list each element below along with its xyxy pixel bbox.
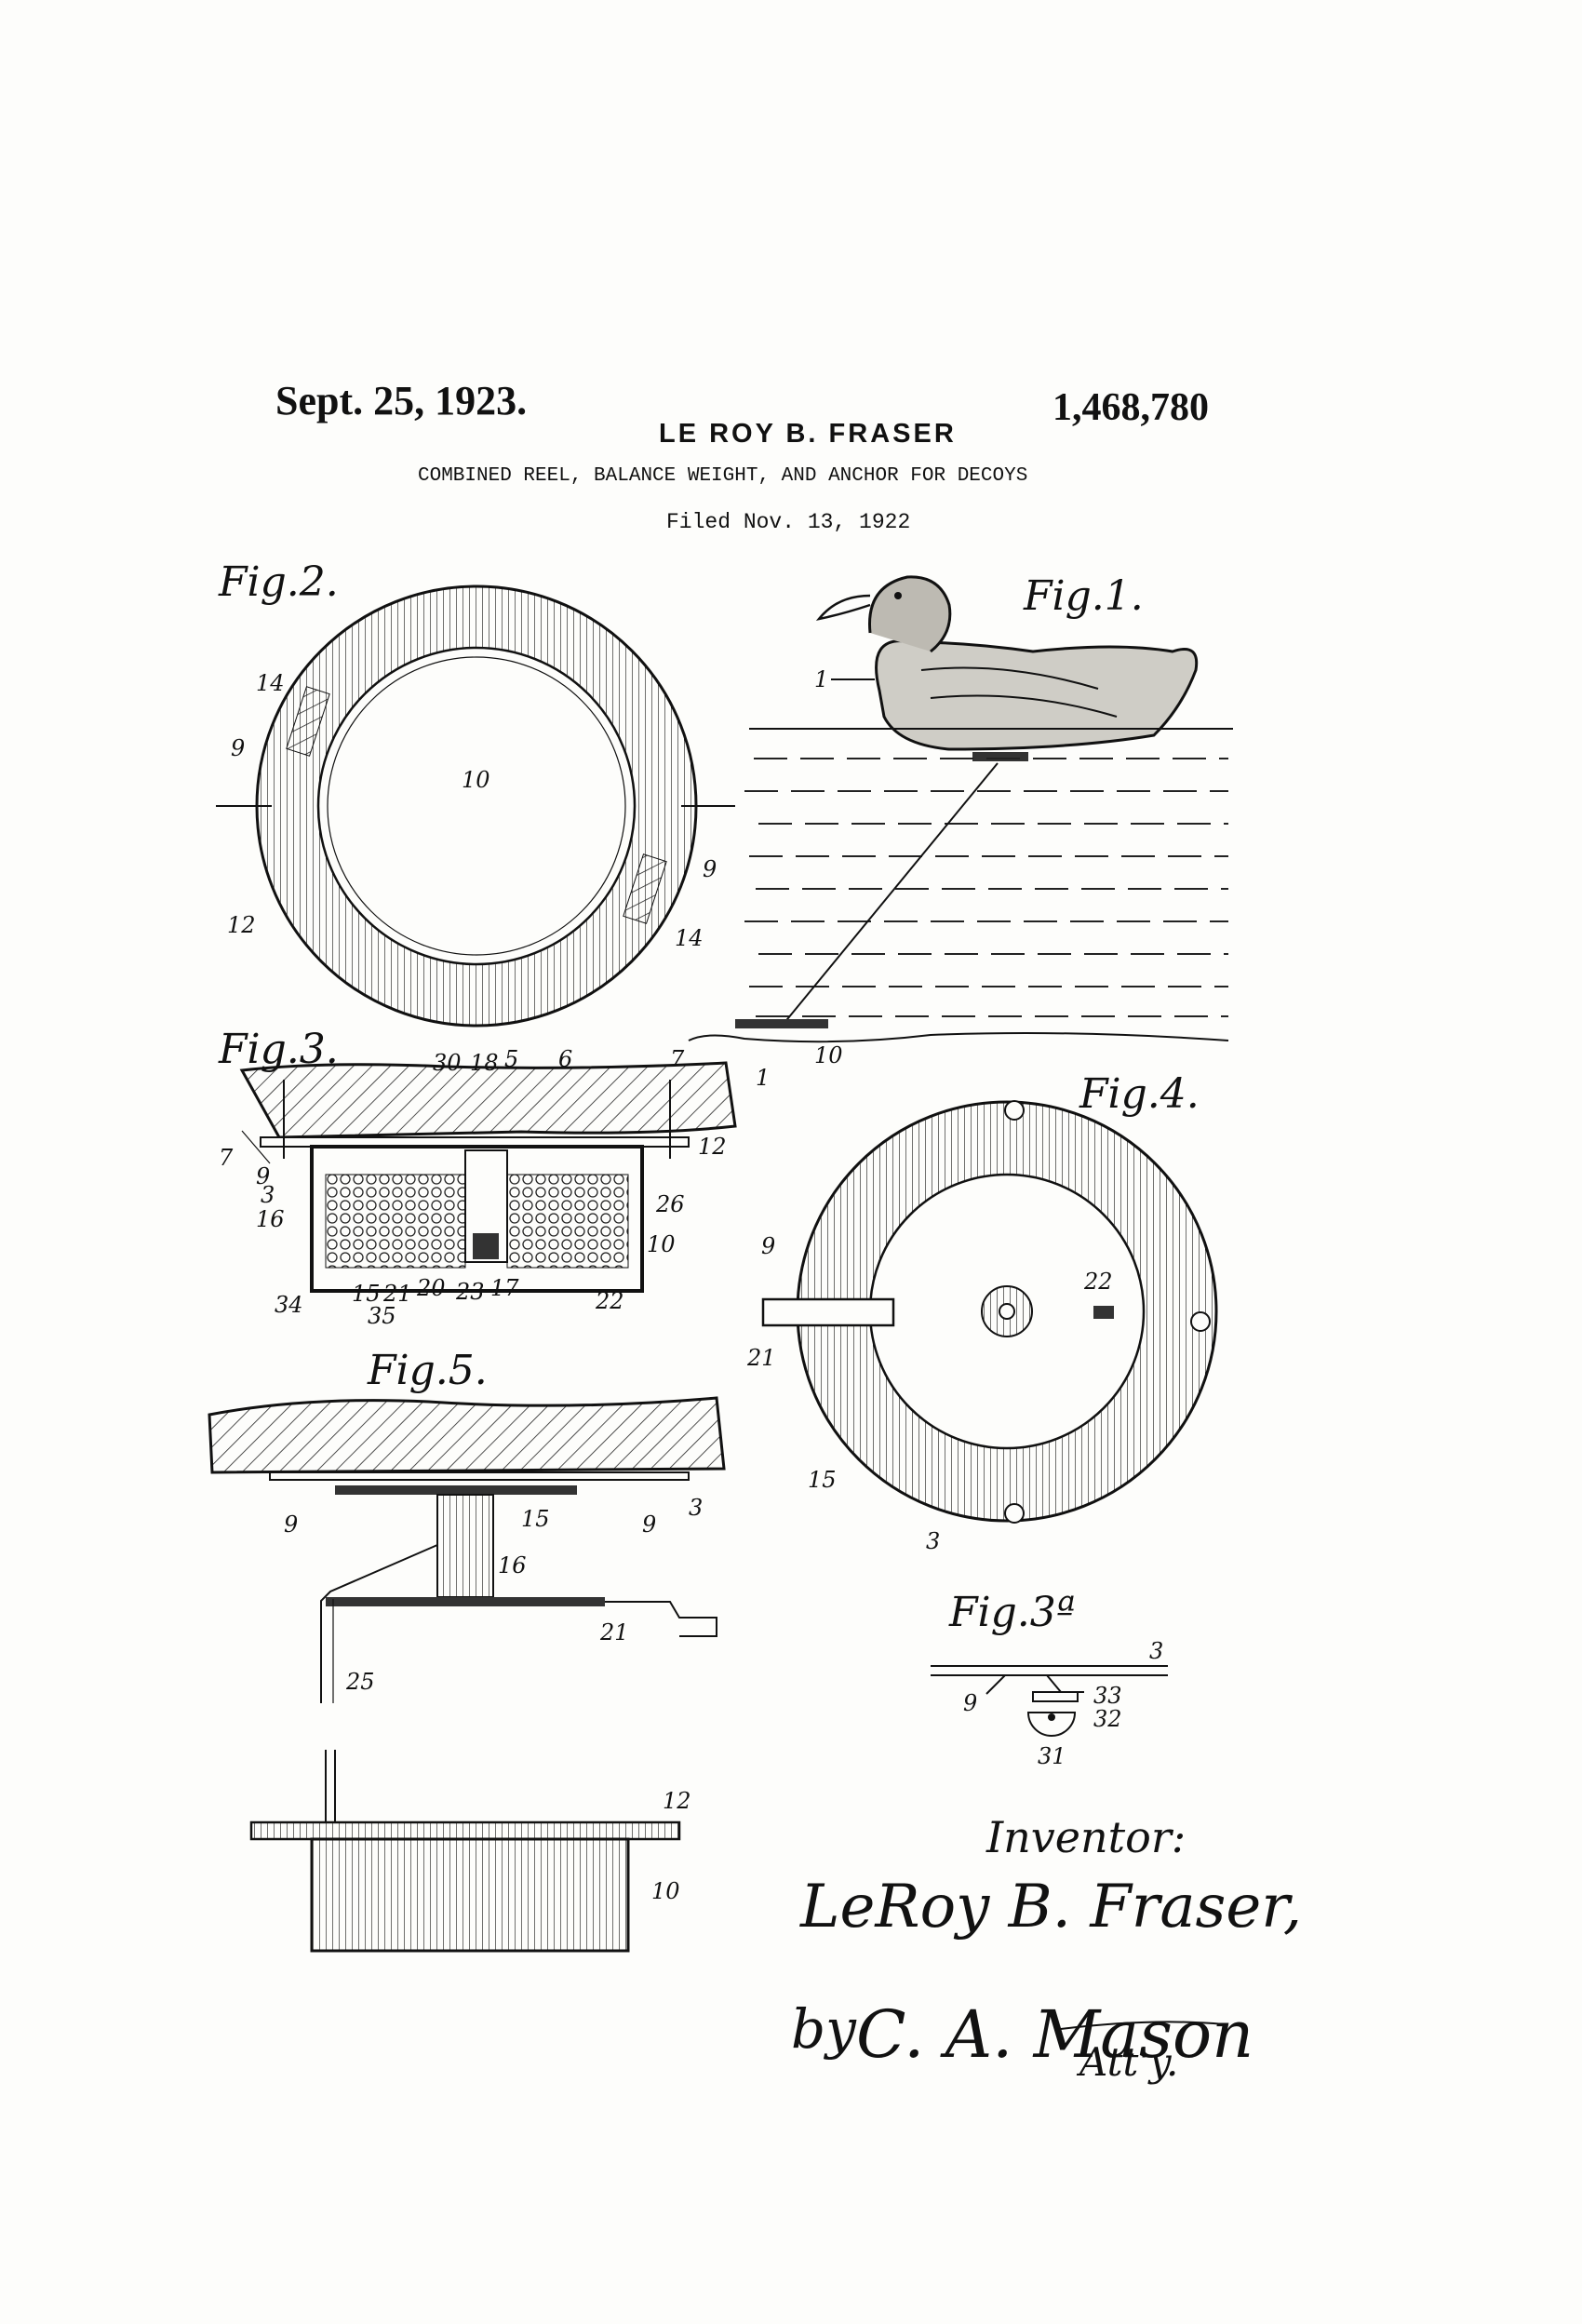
- fig5-spindle: [436, 1494, 494, 1598]
- fig3-decoy-body-section: [239, 1061, 737, 1139]
- fig3-ref: 6: [558, 1046, 572, 1072]
- fig3-ref: 7: [670, 1046, 685, 1072]
- fig3-ref: 5: [504, 1046, 518, 1072]
- fig3-ref: 26: [655, 1191, 685, 1217]
- fig2-ref: 14: [256, 670, 285, 696]
- figure-2: Fig.2. 14 9 10 9 12 14: [216, 558, 735, 1028]
- filed-date: Filed Nov. 13, 1922: [666, 510, 911, 534]
- fig5-decoy-body-section: [208, 1396, 726, 1474]
- fig3-ref: 12: [698, 1134, 727, 1160]
- fig5-ref: 25: [345, 1669, 375, 1695]
- patent-number: 1,468,780: [1052, 386, 1209, 429]
- figure-1: Fig.1. 1 10: [688, 572, 1233, 1068]
- fig4-ref: 3: [926, 1528, 940, 1554]
- fig3-ref: 20: [416, 1275, 446, 1301]
- fig5-ref: 9: [642, 1511, 656, 1538]
- fig5-ref: 3: [689, 1495, 703, 1521]
- patent-title: COMBINED REEL, BALANCE WEIGHT, AND ANCHO…: [418, 465, 1028, 487]
- inventor-signature: LeRoy B. Fraser,: [799, 1873, 1302, 1941]
- fig3-ref: 15: [352, 1281, 381, 1307]
- fig1-label: Fig.1.: [1023, 572, 1144, 620]
- patent-date: Sept. 25, 1923.: [275, 378, 528, 423]
- fig3a-ref: 3: [1149, 1638, 1163, 1664]
- figure-3a: Fig.3ª 3 9 33 32 31: [931, 1589, 1168, 1769]
- fig5-ref: 16: [498, 1552, 527, 1578]
- fig5-ref: 12: [663, 1788, 691, 1814]
- fig2-label: Fig.2.: [218, 558, 339, 606]
- fig3-ref: 16: [256, 1206, 285, 1232]
- fig4-ref: 9: [761, 1233, 775, 1259]
- fig1-reel-mount: [972, 752, 1028, 761]
- fig5-reel-plate: [335, 1485, 577, 1495]
- attorney-signature: C. A. Mason: [856, 1996, 1254, 2073]
- inventor-name: LE ROY B. FRASER: [659, 419, 957, 449]
- fig2-ref: 9: [231, 735, 245, 761]
- fig3a-ref: 9: [963, 1690, 977, 1716]
- fig3-line-coil-right: [506, 1174, 629, 1269]
- fig2-cup-face: [316, 646, 637, 966]
- fig3-ref: 23: [455, 1279, 485, 1305]
- fig2-ref: 14: [675, 925, 704, 951]
- attorney-suffix: Att'y.: [1076, 2039, 1178, 2085]
- fig3a-ref: 32: [1093, 1706, 1122, 1732]
- fig5-label: Fig.5.: [367, 1347, 488, 1394]
- fig1-ref: 1: [814, 666, 828, 692]
- fig1-anchor: [735, 1019, 828, 1028]
- fig4-crank: [761, 1297, 895, 1327]
- fig5-flange: [249, 1820, 681, 1841]
- anchor-line: [783, 762, 999, 1025]
- decoy-duck: [815, 575, 1199, 751]
- fig3-line-coil-left: [325, 1174, 466, 1269]
- fig5-disc: [326, 1597, 605, 1606]
- fig3-ref: 10: [647, 1231, 676, 1257]
- inventor-caption: Inventor:: [985, 1812, 1186, 1862]
- fig2-ref: 12: [227, 912, 256, 938]
- fig3-ref: 18: [470, 1050, 499, 1076]
- fig4-label: Fig.4.: [1079, 1070, 1200, 1118]
- fig5-ref: 9: [284, 1511, 298, 1538]
- fig3a-ref: 31: [1038, 1743, 1066, 1769]
- fig3-ref: 9: [256, 1163, 270, 1189]
- fig3a-ref: 33: [1093, 1683, 1122, 1709]
- fig5-arm: [320, 1544, 438, 1703]
- water-lines: [744, 758, 1228, 1017]
- fig3-ref: 1: [756, 1065, 770, 1091]
- fig2-lug-left: [286, 686, 330, 757]
- figure-4: Fig.4. 9 22 21 15 3: [746, 1070, 1218, 1554]
- fig5-cup: [310, 1837, 630, 1953]
- fig2-lug-right: [623, 853, 667, 924]
- figure-5: Fig.5. 9 15 9 3 16 21 25 12 10: [208, 1347, 726, 1953]
- fig4-ref: 15: [808, 1467, 837, 1493]
- fig3-ref: 22: [595, 1288, 624, 1314]
- by-label: by: [791, 1997, 857, 2061]
- signature-block: Inventor: LeRoy B. Fraser, by C. A. Maso…: [791, 1812, 1302, 2085]
- fig5-ref: 15: [521, 1506, 550, 1532]
- fig3-ref: 30: [433, 1050, 462, 1076]
- fig5-ref: 10: [651, 1878, 680, 1904]
- fig3-ref: 21: [382, 1281, 412, 1307]
- fig4-ref: 22: [1083, 1269, 1113, 1295]
- fig3-ref: 3: [261, 1182, 275, 1208]
- fig4-ref: 21: [746, 1345, 776, 1371]
- fig2-ref: 10: [462, 767, 490, 793]
- fig5-ref: 21: [599, 1619, 629, 1646]
- bottom-line: [688, 1032, 1229, 1043]
- fig3-ref: 35: [368, 1303, 396, 1329]
- fig3-ref: 7: [219, 1145, 234, 1171]
- fig3-ref: 17: [490, 1275, 519, 1301]
- fig3a-label: Fig.3ª: [948, 1589, 1076, 1636]
- figure-3: Fig.3. 30 18 5 6 7 1 7 12 9 3 16 26 10 3…: [218, 1026, 770, 1329]
- fig1-ref: 10: [814, 1042, 843, 1068]
- fig3-ref: 34: [275, 1292, 303, 1318]
- fig2-ref: 9: [703, 856, 717, 882]
